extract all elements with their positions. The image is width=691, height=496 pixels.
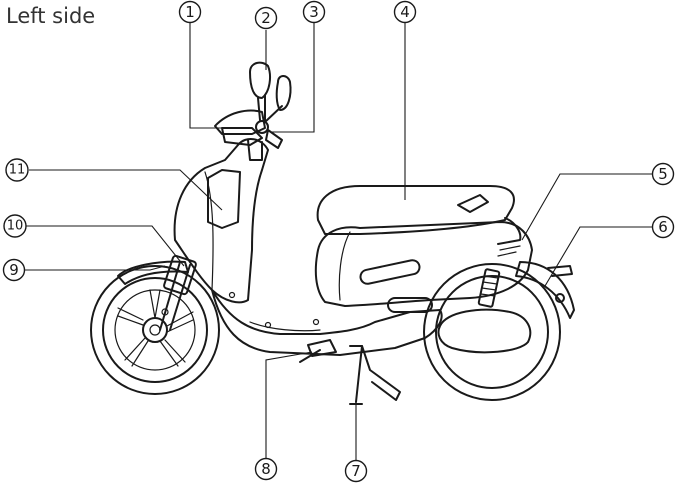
callout-2: 2: [256, 8, 277, 29]
callout-7: 7: [346, 461, 367, 482]
leader-lines: [24, 23, 652, 460]
callout-11-number: 11: [9, 163, 26, 178]
front-body: [175, 139, 268, 302]
callout-10-number: 10: [7, 219, 24, 234]
handlebar: [215, 111, 282, 160]
rear-wheel: [424, 264, 560, 400]
callout-10: 10: [4, 215, 26, 237]
callout-8-number: 8: [261, 460, 271, 478]
rear-shock: [478, 269, 499, 307]
callout-4: 4: [395, 2, 416, 23]
callout-11: 11: [6, 159, 28, 181]
callout-3: 3: [304, 2, 325, 23]
callout-9: 9: [4, 260, 25, 281]
scooter-drawing: [91, 63, 574, 404]
callout-3-number: 3: [309, 3, 319, 21]
callout-6: 6: [653, 217, 674, 238]
callout-1-number: 1: [185, 3, 195, 21]
callout-6-number: 6: [658, 218, 668, 236]
callout-2-number: 2: [261, 9, 271, 27]
mirrors: [250, 63, 291, 122]
front-wheel: [91, 266, 219, 394]
callout-5: 5: [653, 164, 674, 185]
callout-1: 1: [180, 2, 201, 23]
callout-4-number: 4: [400, 3, 410, 21]
callout-7-number: 7: [351, 462, 361, 480]
callout-5-number: 5: [658, 165, 668, 183]
callout-8: 8: [256, 459, 277, 480]
callout-9-number: 9: [9, 261, 19, 279]
